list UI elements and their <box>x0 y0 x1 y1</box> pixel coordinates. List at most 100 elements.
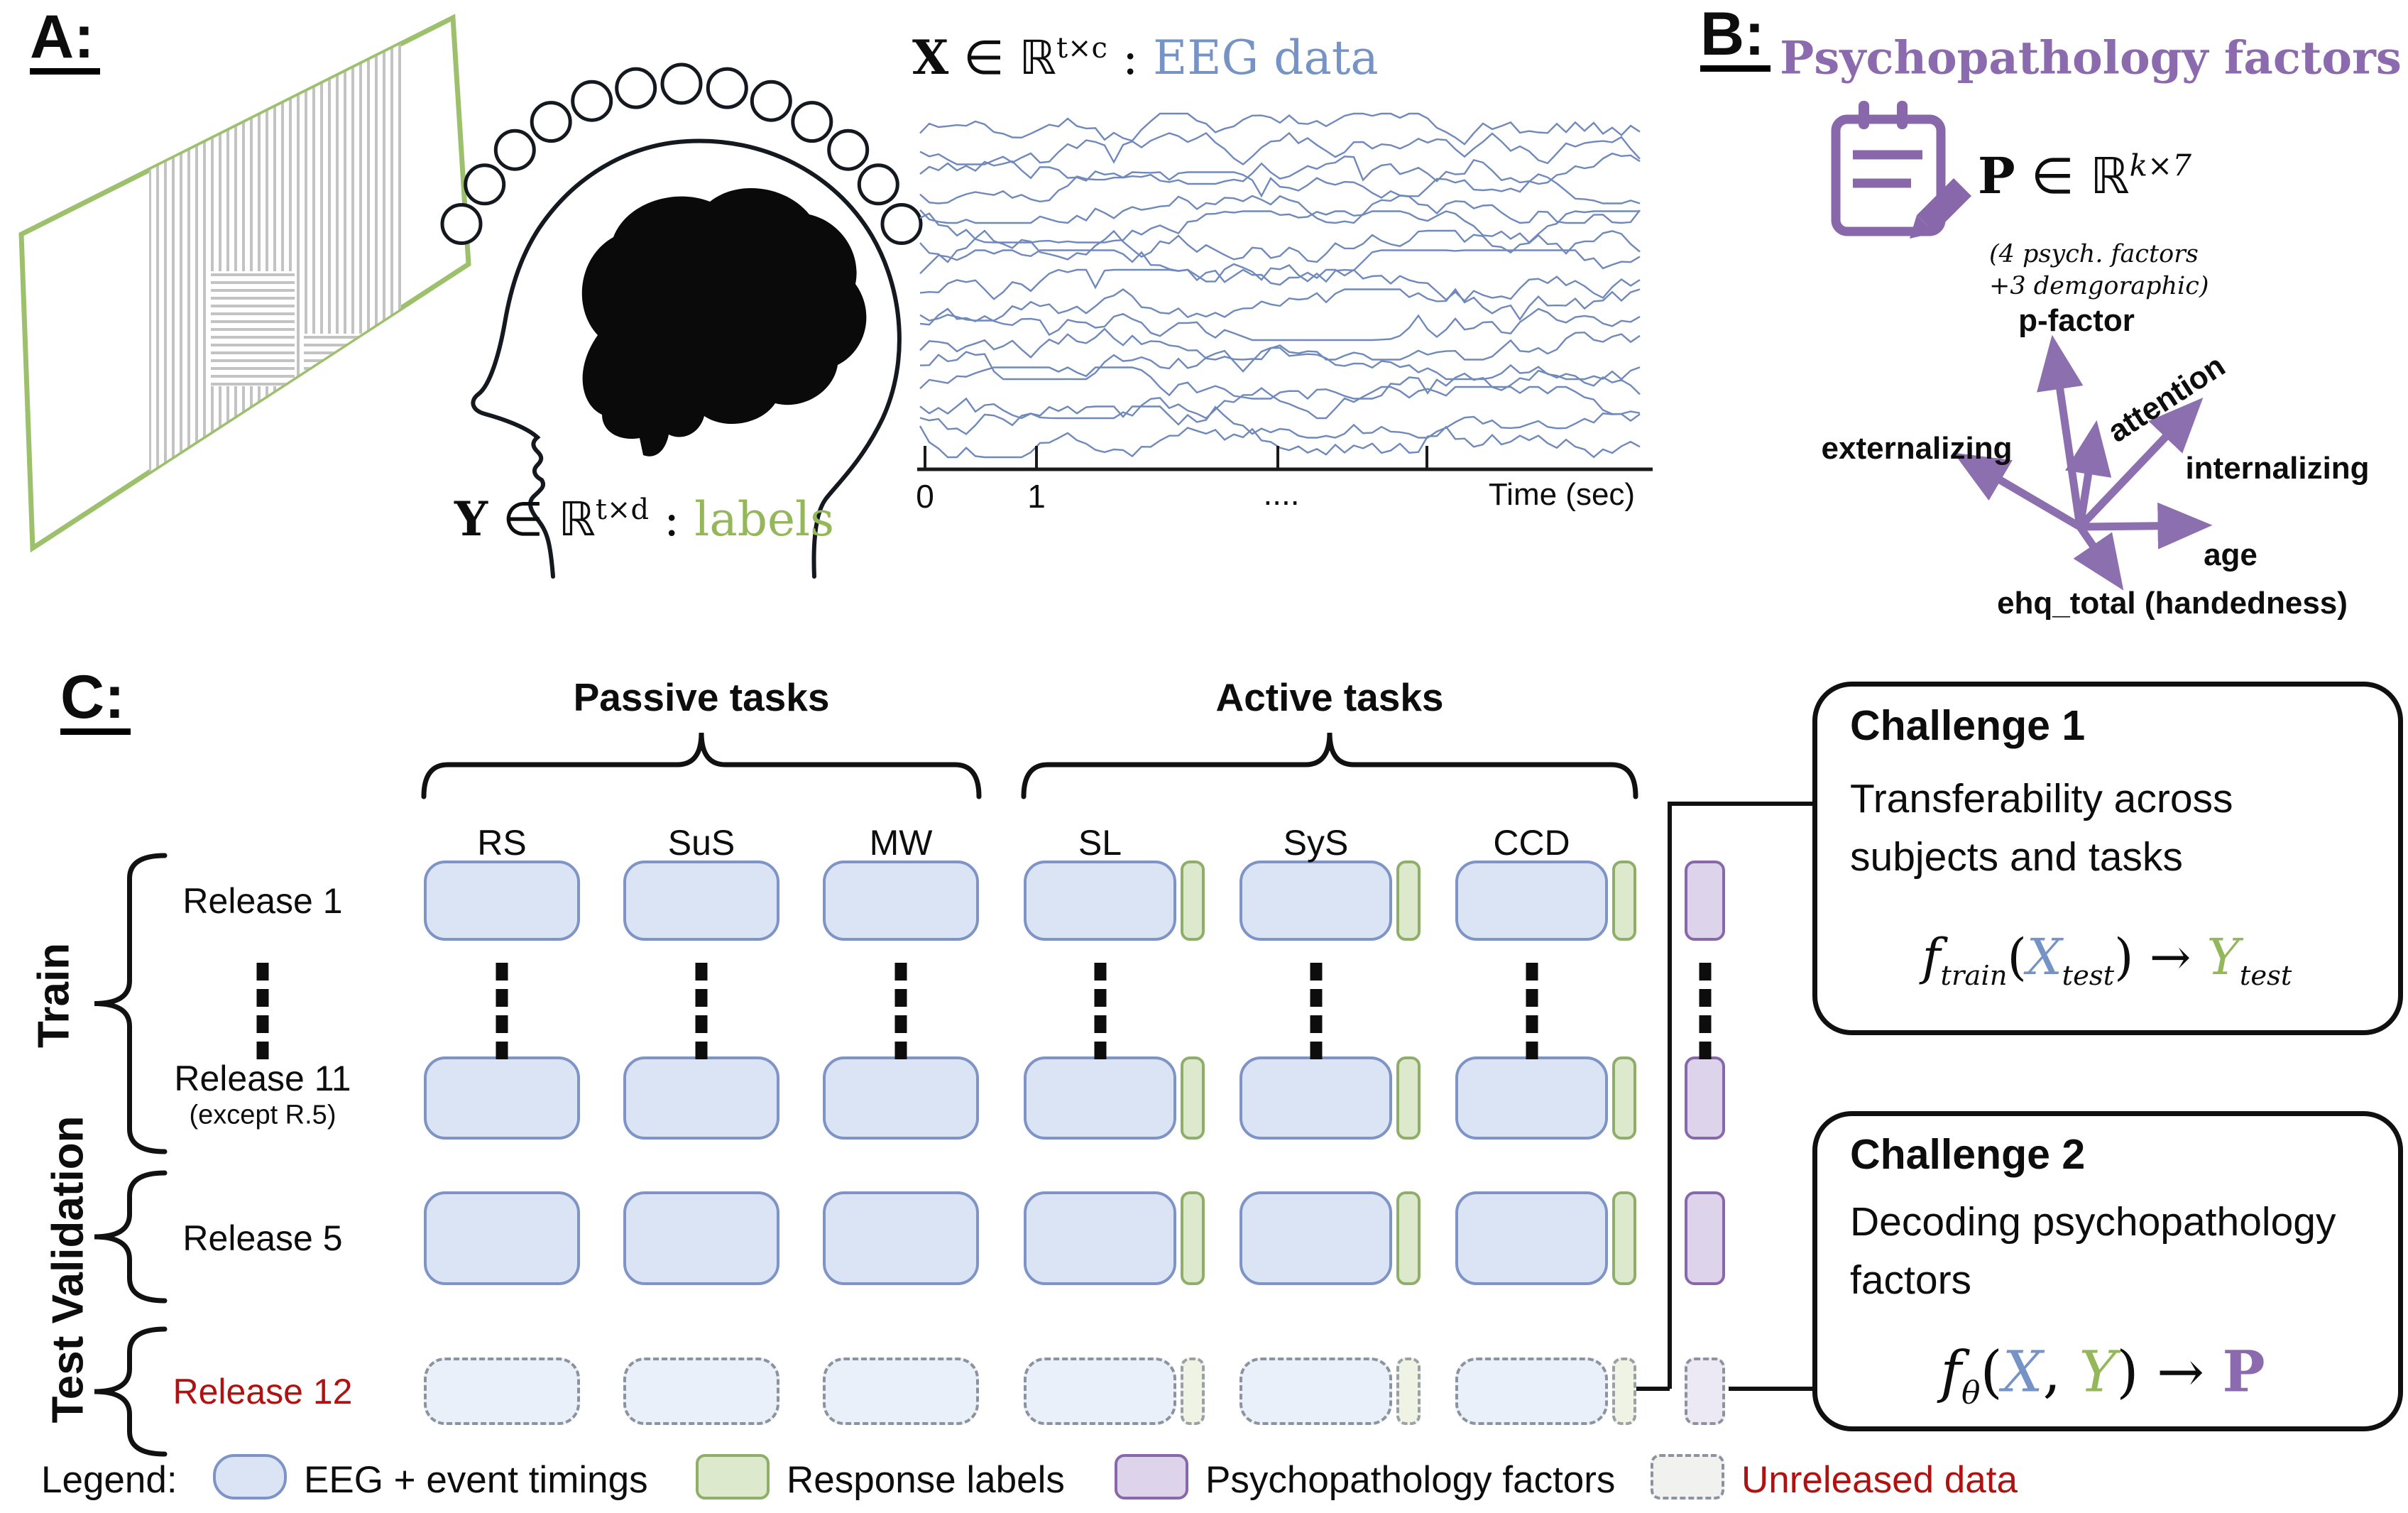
challenge-1-title: Challenge 1 <box>1850 702 2086 749</box>
eeg-trace-line <box>919 171 1641 204</box>
ellipsis-dash <box>496 963 508 981</box>
eeg-trace-line <box>919 425 1641 459</box>
legend-title: Legend: <box>41 1459 177 1501</box>
p-note: (4 psych. factors +3 demgoraphic) <box>1989 239 2209 302</box>
cell-release-12-ccd-eeg <box>1455 1358 1608 1425</box>
eeg-trace-line <box>919 268 1641 302</box>
ellipsis-dash <box>1094 989 1106 1007</box>
column-header-rs: RS <box>477 823 527 863</box>
clipboard-icon <box>1831 101 1971 239</box>
p-in-set: ∈ ℝ <box>2030 147 2130 205</box>
row-label-release-12: Release 12 <box>173 1371 353 1411</box>
factor-label-age: age <box>2204 537 2258 572</box>
x-colon: : <box>1122 31 1139 85</box>
cell-release-5-sl-eeg <box>1024 1191 1176 1285</box>
eeg-trace-line <box>919 288 1641 322</box>
column-header-mw: MW <box>869 823 933 863</box>
column-header-sl: SL <box>1078 823 1122 863</box>
eeg-trace-line <box>919 346 1641 381</box>
brace-train <box>94 853 168 1154</box>
c2-close: ) <box>2116 1338 2139 1405</box>
legend-swatch-eeg <box>213 1454 287 1500</box>
challenge-2-line1: Decoding psychopathology <box>1850 1199 2336 1245</box>
ellipsis-dots <box>695 963 708 1059</box>
cell-release-12-sys-eeg <box>1239 1358 1392 1425</box>
h-pattern-patch <box>211 271 295 386</box>
cell-release-11-sys-eeg <box>1239 1056 1392 1140</box>
electrode-icon <box>571 80 613 122</box>
challenge-1-formula: ftrain(Xtest) → Ytest <box>1922 928 2292 992</box>
cell-release-5-mw-eeg <box>823 1191 979 1285</box>
x-value: EEG data <box>1153 31 1379 85</box>
legend-swatch-psych <box>1115 1454 1188 1500</box>
electrode-icon <box>464 163 506 206</box>
c2-f: f <box>1940 1338 1961 1405</box>
test-validation-group-label: Test Validation <box>43 1115 93 1424</box>
electrode-icon <box>857 163 899 206</box>
challenge-1-box <box>1812 682 2403 1035</box>
panel-b-title: Psychopathology factors <box>1780 31 2402 85</box>
electrode-icon <box>750 80 792 122</box>
brace-validation <box>94 1170 168 1304</box>
factor-label-internalizing: internalizing <box>2185 451 2370 486</box>
time-axis-label: Time (sec) <box>1488 477 1636 512</box>
cell-release-5-sus-eeg <box>623 1191 779 1285</box>
eeg-trace-line <box>919 152 1641 185</box>
cell-release-5-sys-response <box>1396 1191 1421 1285</box>
ellipsis-dash <box>256 1042 269 1059</box>
y-colon: : <box>664 492 680 547</box>
cell-release-11-ccd-response <box>1612 1056 1636 1140</box>
brace-passive-tasks <box>421 732 982 799</box>
cell-release-1-psych-factors <box>1685 861 1725 941</box>
active-tasks-header: Active tasks <box>1215 675 1444 719</box>
eeg-trace-line <box>919 195 1641 224</box>
x-sup: t×c <box>1056 32 1107 65</box>
cell-release-11-psych-factors <box>1685 1056 1725 1140</box>
ellipsis-dash <box>1094 1015 1106 1033</box>
x-in-set: ∈ ℝ <box>963 31 1056 85</box>
c1-f: f <box>1922 928 1941 986</box>
y-value: labels <box>694 492 835 547</box>
cell-release-1-rs-eeg <box>424 861 580 941</box>
cell-release-1-mw-eeg <box>823 861 979 941</box>
c1-y: Y <box>2206 928 2240 986</box>
panel-b-label: B: <box>1700 4 1771 72</box>
brace-test <box>94 1326 168 1457</box>
cell-release-5-ccd-eeg <box>1455 1191 1608 1285</box>
ellipsis-dash <box>1699 963 1711 981</box>
c2-fsub: θ <box>1961 1375 1981 1411</box>
cell-release-11-sys-response <box>1396 1056 1421 1140</box>
row-label-release-11: Release 11 <box>174 1058 351 1098</box>
ellipsis-dash <box>256 1015 269 1033</box>
cell-release-12-sus-eeg <box>623 1358 779 1425</box>
cell-release-11-ccd-eeg <box>1455 1056 1608 1140</box>
cell-release-1-sys-response <box>1396 861 1421 941</box>
ellipsis-dots <box>256 963 269 1059</box>
electrode-icon <box>615 67 657 109</box>
legend-swatch-response <box>696 1454 770 1500</box>
ellipsis-dash <box>1094 1042 1106 1059</box>
cell-release-5-psych-factors <box>1685 1191 1725 1285</box>
y-var: Y <box>454 491 488 547</box>
ellipsis-dash <box>256 989 269 1007</box>
eeg-trace-line <box>919 249 1641 283</box>
c1-arrow: → <box>2149 928 2191 986</box>
y-formula: Y ∈ ℝt×d : labels <box>454 491 834 547</box>
electrode-icon <box>440 203 483 245</box>
c1-open: ( <box>2007 928 2027 986</box>
ellipsis-dots <box>496 963 508 1059</box>
legend-swatch-unreleased <box>1651 1454 1724 1500</box>
challenge-2-line2: factors <box>1850 1257 1972 1303</box>
factor-label-p-factor: p-factor <box>2018 303 2135 338</box>
row-sublabel-release-11: (except R.5) <box>189 1100 336 1130</box>
challenge-connectors <box>1636 802 1812 1391</box>
p-note-line2: +3 demgoraphic) <box>1989 272 2209 300</box>
challenge-1-line2: subjects and tasks <box>1850 834 2183 880</box>
electrode-icon <box>660 62 703 105</box>
cell-release-1-sl-response <box>1181 861 1205 941</box>
ellipsis-dash <box>1526 1042 1538 1059</box>
eeg-trace-line <box>919 366 1641 400</box>
p-note-line1: (4 psych. factors <box>1989 240 2199 268</box>
cell-release-1-sl-eeg <box>1024 861 1176 941</box>
